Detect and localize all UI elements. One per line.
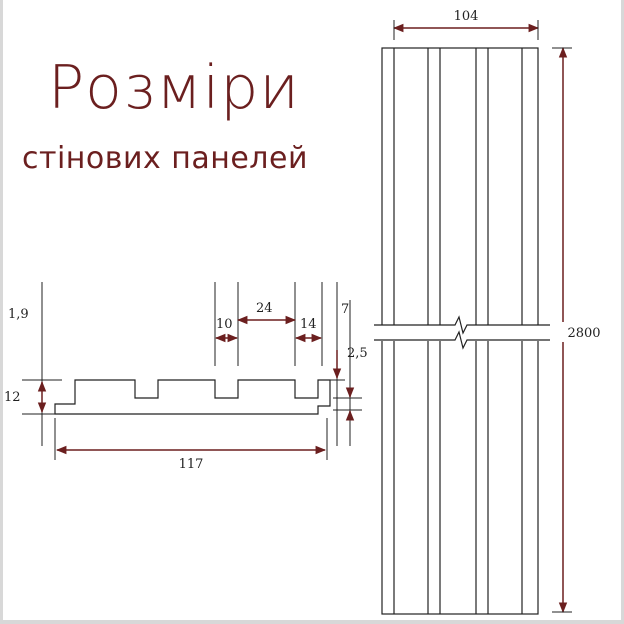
panel-width-label: 104: [454, 9, 479, 24]
groove-width-label: 10: [216, 317, 233, 332]
tongue-label: 7: [341, 302, 349, 317]
tongue-thickness-label: 2,5: [347, 346, 368, 361]
panel-height-label: 2800: [567, 326, 600, 341]
profile-outline: [54, 379, 331, 415]
profile-section: [54, 379, 331, 415]
total-height-label: 12: [4, 390, 21, 405]
title: Розміри: [48, 53, 300, 123]
thickness-label: 1,9: [8, 307, 29, 322]
subtitle: стінових панелей: [22, 141, 308, 176]
height-dimension: 2800: [552, 46, 610, 614]
bottom-border: [0, 620, 624, 624]
rib-width-label: 24: [256, 301, 273, 316]
total-width-label: 117: [179, 457, 204, 472]
profile-reference-lines: [22, 282, 362, 460]
left-border: [0, 0, 3, 624]
edge-rib-label: 14: [300, 317, 317, 332]
width-dimension: 104: [392, 9, 540, 40]
panel-break-mark: [374, 315, 550, 350]
right-border: [621, 0, 624, 624]
